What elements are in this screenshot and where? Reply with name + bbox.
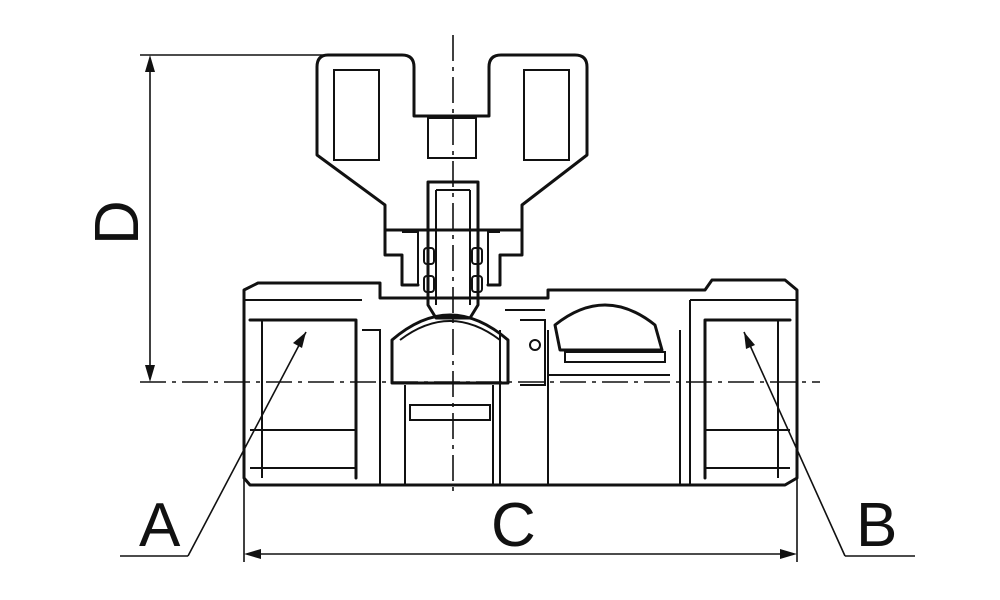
check-valve: [505, 303, 670, 386]
label-b: B: [856, 491, 897, 560]
label-c: C: [491, 491, 536, 560]
label-a: A: [139, 491, 181, 560]
label-d: D: [83, 200, 152, 245]
dimension-d: [140, 54, 330, 382]
leader-b: [743, 331, 915, 557]
valve-body: [242, 278, 799, 487]
leader-a: [120, 331, 307, 557]
ball: [390, 313, 510, 385]
dimension-c: [243, 478, 798, 562]
center-axes: [140, 35, 820, 495]
butterfly-handle: [315, 53, 589, 287]
